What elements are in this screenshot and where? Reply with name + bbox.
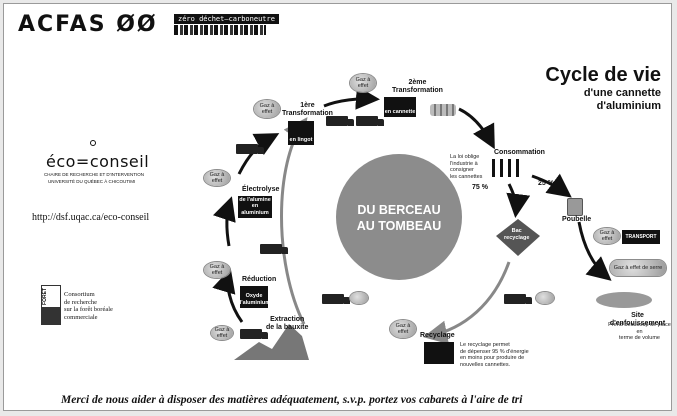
- tagline: zéro déchet–carboneutre: [174, 14, 279, 24]
- consommation-label: Consommation: [494, 149, 545, 156]
- recyclage-note: Le recyclage permet de dépenser 95 % d'é…: [460, 342, 529, 368]
- truck-icon: [504, 294, 532, 304]
- site-note: Prend beaucoup de place en terme de volu…: [608, 322, 671, 341]
- site-label: Site d'enfouissement: [609, 312, 666, 327]
- reduction-label: Réduction: [242, 276, 277, 283]
- foret-logo: [41, 285, 61, 325]
- transfo1-factory-icon: en lingot: [288, 121, 314, 145]
- ghg-cloud-reduction: Gaz à effet: [204, 262, 230, 278]
- poster-frame: ACFAS ØØ zéro déchet–carboneutre Cycle d…: [3, 3, 672, 411]
- poster-subtitle-2: d'aluminium: [596, 100, 661, 112]
- truck-icon: [326, 116, 354, 126]
- landfill-pile: [596, 292, 652, 308]
- transport-truck: TRANSPORT: [622, 230, 660, 244]
- percent-25: 25 %: [538, 180, 554, 187]
- loi-note: La loi oblige l'industrie à consigner le…: [450, 154, 483, 180]
- transfo2-label: 2ème Transformation: [392, 79, 443, 94]
- ecoconseil-subtitle-2: UNIVERSITÉ DU QUÉBEC À CHICOUTIMI: [48, 179, 136, 184]
- transfo1-label: 1ère Transformation: [282, 102, 333, 117]
- ghg-cloud-poubelle: Gaz à effet: [594, 228, 620, 244]
- ecoconseil-subtitle-1: CHAIRE DE RECHERCHE ET D'INTERVENTION: [44, 172, 144, 177]
- truck-icon: [236, 144, 264, 154]
- ghg-cloud-landfill: Gaz à effet de serre: [610, 260, 666, 276]
- ghg-cloud-extraction: Gaz à effet: [211, 326, 233, 340]
- poubelle-label: Poubelle: [562, 216, 592, 223]
- people-icon: [492, 159, 524, 177]
- percent-75: 75 %: [472, 184, 488, 191]
- url-link[interactable]: http://dsf.uqac.ca/eco-conseil: [32, 212, 150, 223]
- ecoconseil-logo: éco=conseil: [46, 152, 150, 171]
- consortium-text: Consortium de recherche sur la forêt bor…: [64, 291, 113, 321]
- ghg-cloud-recyclage: Gaz à effet: [390, 320, 416, 338]
- ghg-cloud-transfo2: Gaz à effet: [350, 74, 376, 92]
- tagline-pattern: [174, 25, 266, 35]
- truck-icon: [356, 116, 384, 126]
- recyclage-factory-icon: [424, 342, 454, 364]
- bac-recyclage-shape: [496, 219, 540, 256]
- truck-icon: [322, 294, 350, 304]
- recyclage-label: Recyclage: [420, 332, 455, 339]
- registered-mark-icon: [90, 140, 96, 146]
- cans-icon: [430, 104, 456, 116]
- lifecycle-diagram: [212, 85, 652, 360]
- bauxite-mountain: [234, 324, 309, 360]
- bac-recyclage-label: Bac recyclage: [504, 228, 530, 241]
- ghg-cloud-small: [536, 292, 554, 304]
- ghg-cloud-transfo1: Gaz à effet: [254, 100, 280, 118]
- truck-icon: [240, 329, 268, 339]
- truck-icon: [260, 244, 288, 254]
- acfas-logo: ACFAS ØØ: [18, 12, 158, 37]
- trash-icon: [567, 198, 583, 216]
- poster-subtitle-1: d'une cannette: [583, 87, 661, 99]
- ghg-cloud-small: [350, 292, 368, 304]
- ghg-cloud-electrolyse: Gaz à effet: [204, 170, 230, 186]
- center-circle: [336, 154, 462, 280]
- footer-message: Merci de nous aider à disposer des matiè…: [61, 394, 523, 406]
- extraction-label: Extraction de la bauxite: [266, 316, 309, 331]
- center-label: DU BERCEAU AU TOMBEAU: [356, 203, 442, 233]
- transfo2-factory-icon: en cannette: [384, 97, 416, 117]
- poster-title: Cycle de vie: [545, 64, 661, 86]
- electrolyse-label: Électrolyse: [242, 186, 280, 193]
